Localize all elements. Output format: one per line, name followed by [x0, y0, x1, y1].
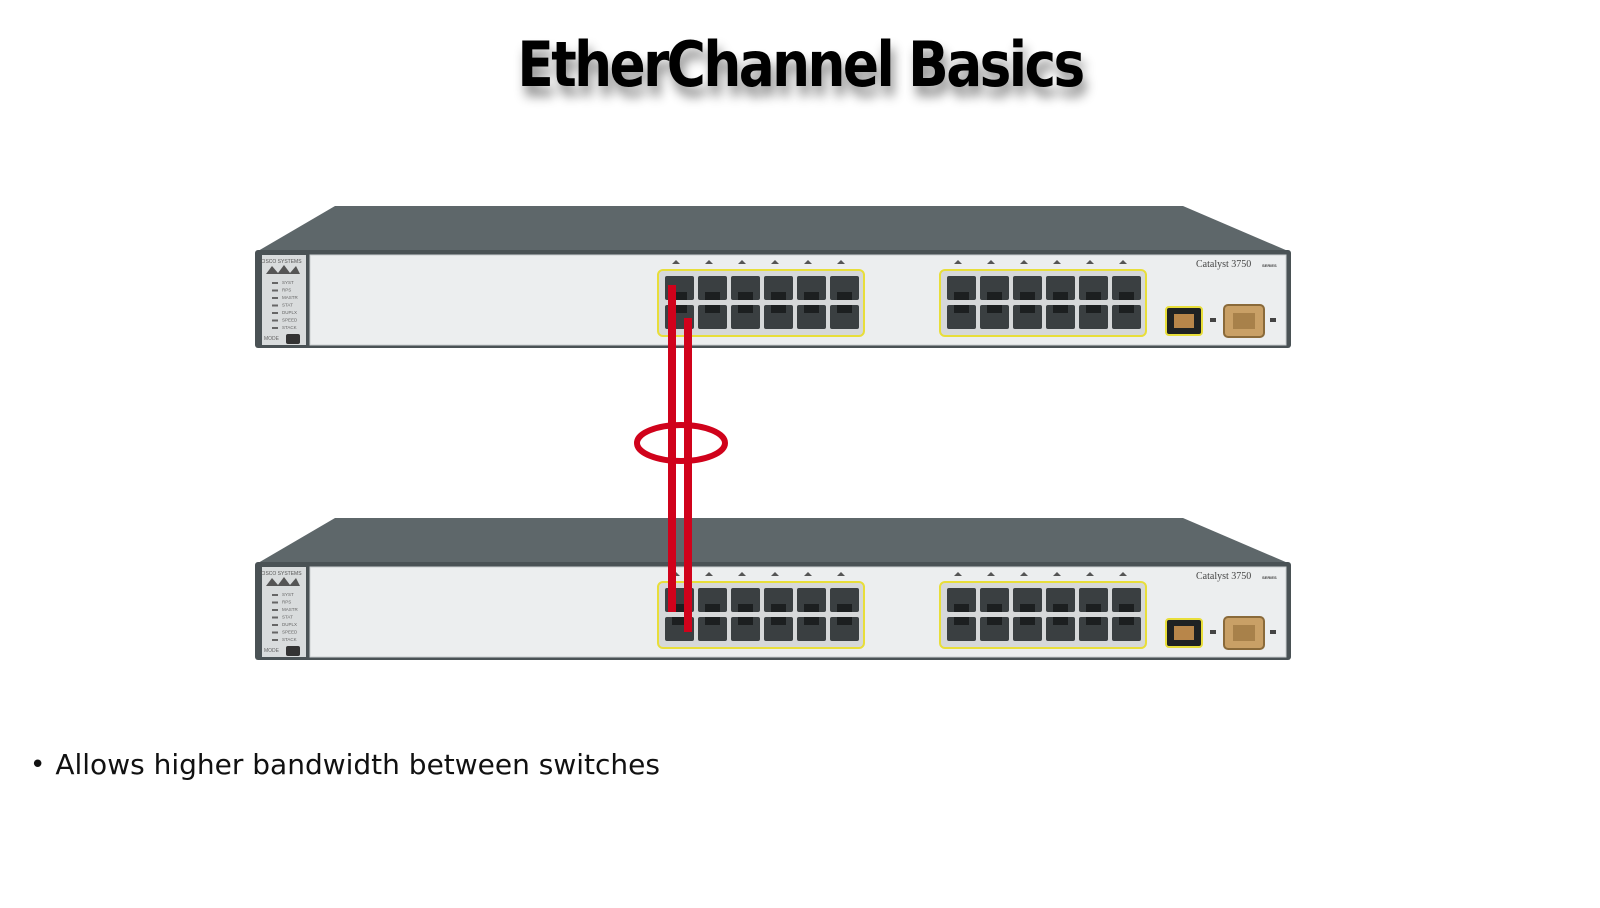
led-label: RPS	[282, 600, 291, 605]
port-latch	[738, 305, 753, 313]
led-label: MASTR	[282, 607, 299, 612]
port-latch	[804, 617, 819, 625]
port-latch	[1053, 305, 1068, 313]
mode-button	[286, 334, 300, 344]
mode-label: MODE	[264, 648, 280, 654]
sfp-led	[1210, 630, 1216, 634]
status-led	[272, 617, 278, 619]
port-latch	[954, 305, 969, 313]
port-latch	[987, 292, 1002, 300]
port-latch	[1119, 617, 1134, 625]
port-latch	[738, 292, 753, 300]
port-latch	[804, 305, 819, 313]
port-latch	[738, 604, 753, 612]
port-latch	[705, 292, 720, 300]
port-latch	[954, 604, 969, 612]
port-latch	[771, 604, 786, 612]
port-latch	[771, 292, 786, 300]
port-latch	[1020, 292, 1035, 300]
switch-top: CISCO SYSTEMS SYST RPS MASTR STAT DUPLX SPEED S…	[255, 206, 1291, 348]
led-label: STAT	[282, 303, 293, 308]
led-label: SYST	[282, 280, 294, 285]
port-latch	[954, 292, 969, 300]
led-label: DUPLX	[282, 622, 297, 627]
status-led	[272, 602, 278, 604]
led-label: STACK	[282, 637, 297, 642]
status-led	[272, 320, 278, 322]
model-label: Catalyst 3750	[1196, 571, 1251, 582]
port-latch	[804, 292, 819, 300]
mode-label: MODE	[264, 336, 280, 342]
port-latch	[1086, 292, 1101, 300]
status-led	[272, 624, 278, 626]
led-label: DUPLX	[282, 310, 297, 315]
status-led	[272, 609, 278, 611]
sfp-module	[1174, 314, 1194, 328]
brand-label: CISCO SYSTEMS	[260, 259, 302, 265]
port-latch	[771, 305, 786, 313]
status-led	[272, 305, 278, 307]
port-latch	[1020, 617, 1035, 625]
bullet-text: Allows higher bandwidth between switches	[55, 748, 660, 781]
port-latch	[1119, 604, 1134, 612]
led-label: MASTR	[282, 295, 299, 300]
status-led	[272, 290, 278, 292]
led-label: SPEED	[282, 630, 298, 635]
port-latch	[837, 617, 852, 625]
port-latch	[837, 292, 852, 300]
led-label: SYST	[282, 592, 294, 597]
port-latch	[954, 617, 969, 625]
series-label: SERIES	[1262, 575, 1277, 580]
port-latch	[1053, 604, 1068, 612]
led-label: STACK	[282, 325, 297, 330]
led-label: RPS	[282, 288, 291, 293]
port-latch	[837, 305, 852, 313]
status-led	[272, 632, 278, 634]
status-led	[272, 594, 278, 596]
model-label: Catalyst 3750	[1196, 259, 1251, 270]
status-led	[272, 312, 278, 314]
port-latch	[1053, 617, 1068, 625]
port-latch	[771, 617, 786, 625]
port-latch	[1020, 604, 1035, 612]
led-label: SPEED	[282, 318, 298, 323]
sfp-module	[1174, 626, 1194, 640]
port-latch	[1119, 305, 1134, 313]
status-led	[272, 282, 278, 284]
port-latch	[1086, 305, 1101, 313]
port-latch	[987, 305, 1002, 313]
bullet-dot: •	[30, 750, 45, 780]
port-latch	[1086, 617, 1101, 625]
sfp-module	[1233, 625, 1255, 641]
chassis-top	[258, 206, 1288, 251]
status-led	[272, 327, 278, 329]
mode-button	[286, 646, 300, 656]
series-label: SERIES	[1262, 263, 1277, 268]
port-latch	[1119, 292, 1134, 300]
port-latch	[1086, 604, 1101, 612]
sfp-module	[1233, 313, 1255, 329]
port-latch	[837, 604, 852, 612]
port-latch	[987, 604, 1002, 612]
bundle-ellipse	[637, 425, 725, 461]
port-latch	[738, 617, 753, 625]
sfp-led	[1270, 318, 1276, 322]
port-latch	[705, 604, 720, 612]
status-led	[272, 639, 278, 641]
port-latch	[705, 305, 720, 313]
sfp-led	[1270, 630, 1276, 634]
port-latch	[1020, 305, 1035, 313]
led-label: STAT	[282, 615, 293, 620]
chassis-top	[258, 518, 1288, 563]
port-latch	[987, 617, 1002, 625]
bullet-item: • Allows higher bandwidth between switch…	[30, 748, 660, 781]
switch-bottom: CISCO SYSTEMS SYST RPS MASTR STAT DUPLX SPEED S…	[255, 518, 1291, 660]
brand-label: CISCO SYSTEMS	[260, 571, 302, 577]
port-latch	[804, 604, 819, 612]
status-led	[272, 297, 278, 299]
port-latch	[1053, 292, 1068, 300]
port-latch	[705, 617, 720, 625]
sfp-led	[1210, 318, 1216, 322]
